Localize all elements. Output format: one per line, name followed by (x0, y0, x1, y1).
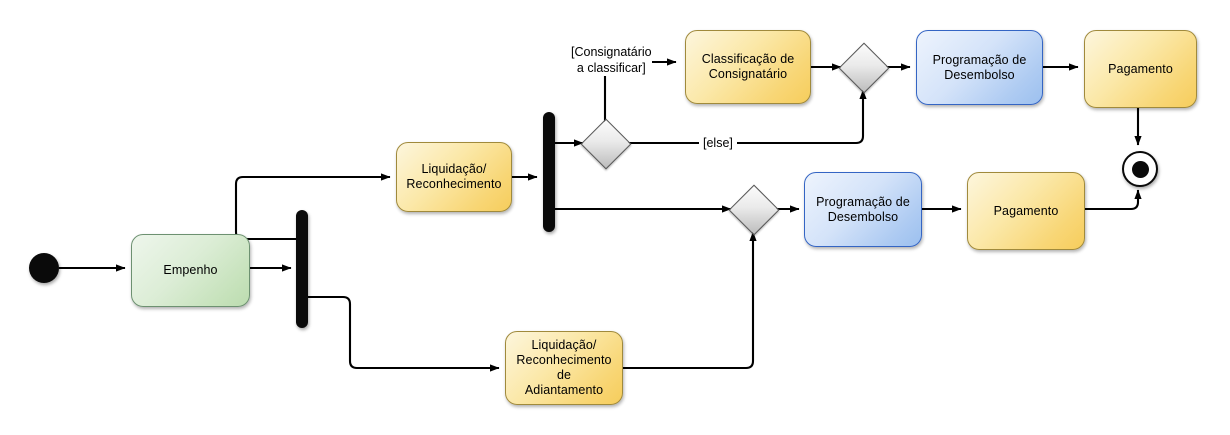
activity-liquidacao-adiantamento-line1: Liquidação/ (531, 338, 597, 352)
activity-empenho[interactable]: Empenho (131, 234, 250, 307)
fork-bar-2[interactable] (543, 112, 555, 232)
activity-classificacao-line1: Classificação de (701, 52, 795, 66)
guard-consignatario-a-classificar: [Consignatário a classificar] (571, 44, 652, 76)
fork-bar-1[interactable] (296, 210, 308, 328)
activity-programacao-top-line2: Desembolso (944, 67, 1015, 82)
activity-programacao-top-line1: Programação de (932, 52, 1027, 67)
guard-else-label: [else] (703, 136, 733, 150)
activity-liquidacao-adiantamento-line3: Adiantamento (524, 383, 604, 397)
edge-fork1-to-liquidacao (234, 173, 391, 241)
activity-pagamento-middle[interactable]: Pagamento (967, 172, 1085, 250)
activity-programacao-desembolso-top[interactable]: Programação de Desembolso (916, 30, 1043, 105)
activity-liquidacao-adiantamento-line2: Reconhecimento de (516, 353, 612, 382)
edge-pagamento-mid-to-end (1085, 189, 1142, 211)
activity-classificacao-consignatario[interactable]: Classificação de Consignatário (685, 30, 811, 104)
activity-liquidacao-reconhecimento-line1: Liquidação/ (421, 162, 487, 176)
activity-liquidacao-reconhecimento-line2: Reconhecimento (406, 177, 502, 191)
start-node[interactable] (29, 253, 59, 283)
activity-liquidacao-adiantamento[interactable]: Liquidação/ Reconhecimento de Adiantamen… (505, 331, 623, 405)
activity-pagamento-top[interactable]: Pagamento (1084, 30, 1197, 108)
activity-pagamento-top-label: Pagamento (1108, 61, 1173, 76)
activity-programacao-mid-line1: Programação de (816, 194, 910, 209)
activity-empenho-label: Empenho (163, 263, 218, 277)
edge-adiantamento-to-merge2 (623, 231, 757, 370)
activity-programacao-mid-line2: Desembolso (827, 209, 899, 224)
edge-decision1-else-to-merge1 (622, 89, 867, 145)
end-node[interactable] (1122, 151, 1158, 187)
edge-fork1-to-adiantamento (307, 295, 500, 372)
activity-classificacao-line2: Consignatário (708, 67, 788, 81)
guard-consignatario-line1: [Consignatário (571, 45, 652, 59)
guard-else: [else] (699, 135, 737, 151)
activity-programacao-desembolso-middle[interactable]: Programação de Desembolso (804, 172, 922, 247)
activity-liquidacao-reconhecimento[interactable]: Liquidação/ Reconhecimento (396, 142, 512, 212)
guard-consignatario-line2: a classificar] (576, 61, 646, 75)
activity-pagamento-mid-label: Pagamento (993, 203, 1059, 218)
